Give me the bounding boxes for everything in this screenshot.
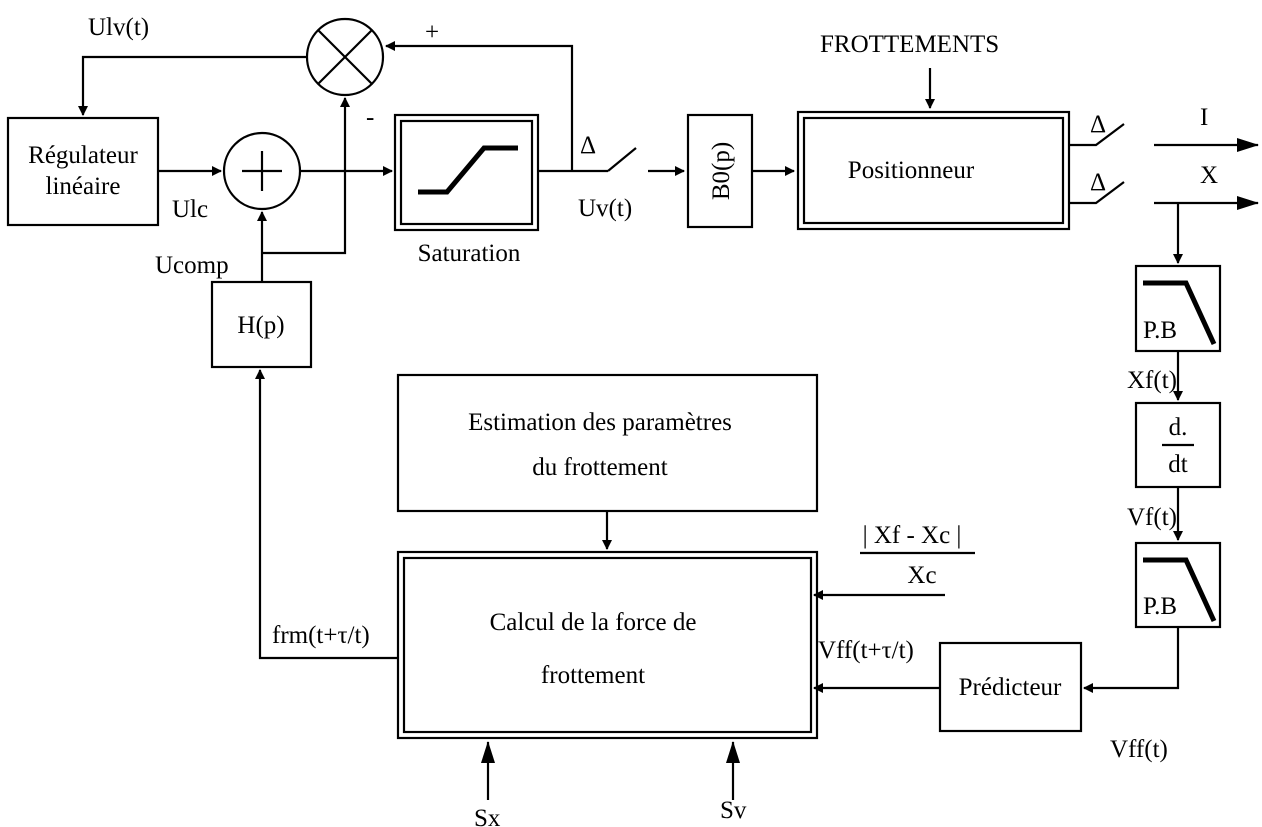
pb2-label: P.B <box>1143 593 1177 620</box>
lowpass-icon <box>1143 280 1217 346</box>
saturation-block <box>393 113 540 232</box>
delta-switch-3: Δ <box>1090 169 1106 196</box>
derivative-denominator: dt <box>1168 451 1188 478</box>
regulateur-label-1: Régulateur <box>28 142 138 169</box>
estimation-label-2: du frottement <box>532 454 667 481</box>
frottements-label: FROTTEMENTS <box>820 31 999 58</box>
ulc-label: Ulc <box>172 196 208 223</box>
h-label: H(p) <box>237 312 284 339</box>
vff-label: Vff(t) <box>1110 736 1168 763</box>
uv-label: Uv(t) <box>578 195 632 222</box>
regulateur-label-2: linéaire <box>46 173 121 200</box>
output-i-label: I <box>1200 104 1208 131</box>
derivative-numerator: d. <box>1169 414 1188 441</box>
delta-switch-2: Δ <box>1090 111 1106 138</box>
sv-label: Sv <box>720 797 747 824</box>
b0-label: B0(p) <box>708 142 735 200</box>
xf-label: Xf(t) <box>1127 367 1177 394</box>
calcul-label-2: frottement <box>541 662 645 689</box>
b0-block: B0(p) <box>686 113 754 229</box>
saturation-curve-icon <box>418 145 518 195</box>
derivative-block: d. dt <box>1134 401 1222 489</box>
lowpass-icon <box>1143 557 1217 623</box>
ucomp-label: Ucomp <box>155 252 229 279</box>
frm-label: frm(t+τ/t) <box>272 622 370 649</box>
positionneur-block: Positionneur <box>796 110 1071 231</box>
output-x-label: X <box>1200 162 1218 189</box>
calcul-force-block: Calcul de la force de frottement <box>396 550 819 740</box>
plus-sign: + <box>425 19 439 46</box>
predicteur-label: Prédicteur <box>959 674 1062 701</box>
estimation-block: Estimation des paramètres du frottement <box>396 373 819 513</box>
estimation-label-1: Estimation des paramètres <box>468 409 732 436</box>
calcul-label-1: Calcul de la force de <box>490 609 697 636</box>
vf-label: Vf(t) <box>1127 504 1177 531</box>
error-denominator: Xc <box>907 562 936 589</box>
delta-switch-1: Δ <box>580 132 596 159</box>
error-numerator: | Xf - Xc | <box>863 522 962 549</box>
ulv-label: Ulv(t) <box>88 14 149 41</box>
comparator-junction <box>305 17 385 97</box>
regulateur-block: Régulateur linéaire <box>6 116 160 227</box>
minus-sign: - <box>366 104 374 131</box>
sum-junction <box>222 131 302 211</box>
lowpass-filter-2: P.B <box>1134 541 1222 629</box>
h-block: H(p) <box>210 280 313 369</box>
vff-pred-label: Vff(t+τ/t) <box>818 637 914 664</box>
lowpass-filter-1: P.B <box>1134 264 1222 353</box>
pb1-label: P.B <box>1143 317 1177 344</box>
saturation-label: Saturation <box>418 240 521 267</box>
predicteur-block: Prédicteur <box>938 641 1083 733</box>
positionneur-label: Positionneur <box>848 157 975 184</box>
sx-label: Sx <box>474 805 501 827</box>
